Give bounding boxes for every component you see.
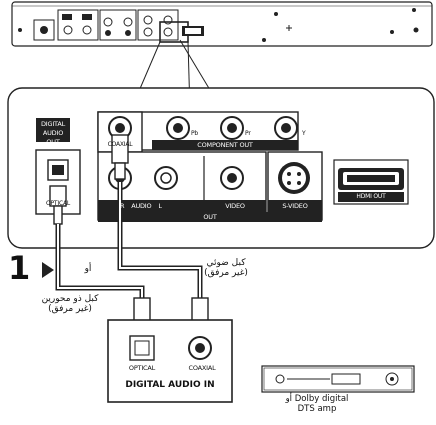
receiver-coaxial-label: COAXIAL [188,364,216,372]
coax-cable-line2: (غير مرفق) [204,268,248,278]
receiver-panel [107,319,233,403]
amp [261,365,415,393]
amp-label: أو Dolby digital DTS amp [262,394,372,414]
enlarged-panel [7,87,435,249]
audio-l-label: L [158,202,162,210]
coax-cable-line1: كبل ضوئي [206,258,246,268]
video-label: VIDEO [225,202,245,210]
optical-cable-line2: (غير مرفق) [48,304,92,314]
step-marker [42,262,54,278]
optical-label-panel: OPTICAL [45,200,70,207]
amp-line2: DTS amp [297,404,337,414]
hdmi-out-label: HDMI OUT [356,193,386,200]
audio-label-text: AUDIO [131,202,152,210]
audio-label: R AUDIO L [120,202,190,210]
coaxial-label-panel: COAXIAL [107,141,133,148]
pr-label: Pr [245,130,251,137]
step-number: 1 [8,249,31,287]
step-or-label: أو [84,264,92,274]
optical-cable-label: كبل ذو محورين (غير مرفق) [28,294,112,314]
audio-r-label: R [120,202,125,210]
player-rear-panel [11,1,433,47]
digital-audio-out-label: DIGITAL AUDIO OUT [36,120,70,147]
out-label: OUT [203,213,217,221]
y-label: Y [302,130,306,137]
svideo-label: S-VIDEO [282,202,308,210]
amp-label-line1: أو Dolby digital [262,394,372,404]
digital-audio-in-label: DIGITAL AUDIO IN [125,380,215,390]
digital-audio-out-line2: AUDIO OUT [42,129,64,146]
amp-or-label: أو [285,394,293,404]
component-out-label: COMPONENT OUT [197,141,253,149]
digital-audio-out-line1: DIGITAL [40,120,65,128]
optical-cable-line1: كبل ذو محورين [41,294,99,304]
pb-label: Pb [191,130,199,137]
amp-line1: Dolby digital [294,394,349,404]
coax-cable-label: كبل ضوئي (غير مرفق) [196,258,256,278]
receiver-optical-label: OPTICAL [128,364,156,372]
